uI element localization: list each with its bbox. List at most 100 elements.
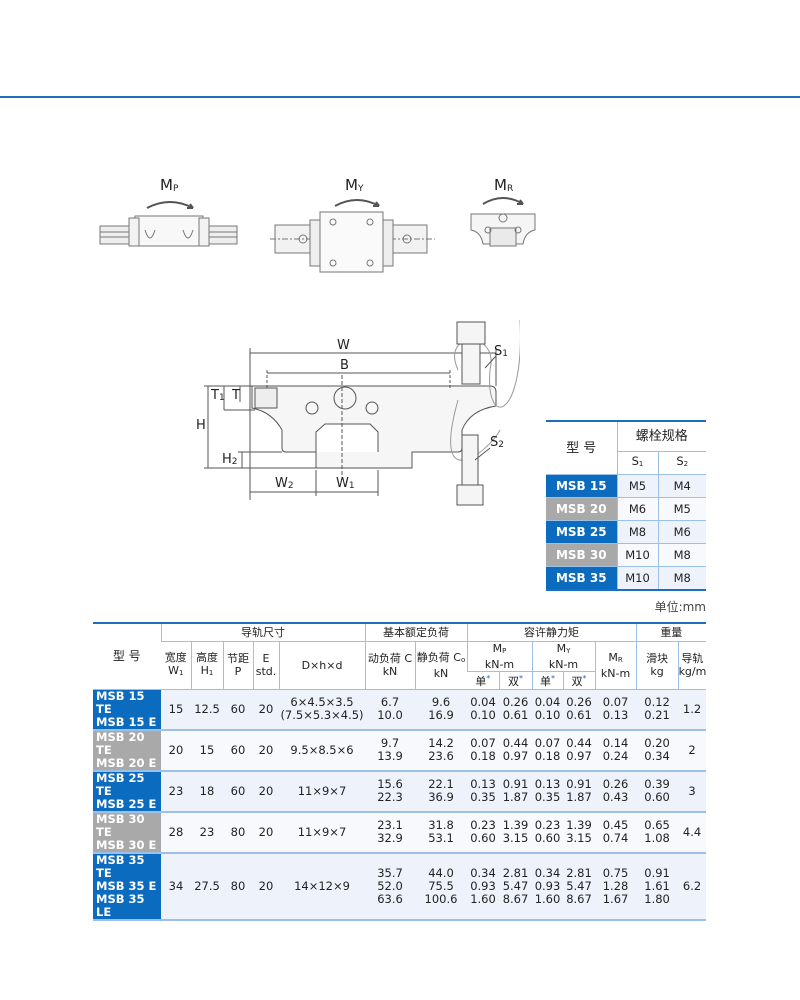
c0-cell-value: 53.1 [428,831,454,845]
c-cell-value: 10.0 [377,708,403,722]
dim-s1-label: S1 [494,344,508,359]
mr-cell-value: 0.74 [602,831,629,845]
weight-header: 重量 [635,623,707,642]
w1-cell: 15 [161,689,191,731]
mr-label: MR [494,176,514,194]
mp1-cell-value: 1.60 [470,891,496,906]
dim-h-label: H [196,418,206,433]
mp1-cell-value: 0.35 [470,790,496,804]
mr-cell-value: 0.26 [602,777,629,791]
mp-single-header: 单* [467,671,499,690]
block-cell-value: 1.80 [644,891,670,906]
mp1-cell-value: 0.93 [470,878,496,893]
dim-t1-label: T1 [211,388,225,403]
rail-cell: 2 [678,729,707,772]
mp2-cell-value: 0.97 [502,749,529,763]
p-cell-value: 80 [230,878,246,893]
s2-cell: M8 [657,543,706,567]
rail-cell: 6.2 [678,852,707,921]
dhd-cell: 11×9×7 [279,811,365,854]
s2-cell: M6 [657,520,706,544]
unit-label: 单位:mm [654,600,706,614]
moment-diagrams [99,197,536,273]
mp1-cell-value: 0.13 [470,777,496,791]
mp1-cell-value: 0.07 [470,736,496,750]
c-cell-value: 23.1 [377,818,403,832]
c0-cell-value: 9.6 [431,695,451,709]
dim-s2-label: S2 [490,435,504,450]
model-cell-value: MSB 25 E [96,796,157,811]
rail-cell-value: 3 [688,783,696,798]
e-cell: 20 [253,729,279,772]
rail-cell: 4.4 [678,811,707,854]
mp1-cell-value: 0.60 [470,831,496,845]
dim-w1-label: W1 [336,476,355,491]
block-cell-value: 1.61 [644,878,670,893]
my-double-header: 双* [562,671,595,690]
my1-cell-value: 0.35 [534,790,561,804]
my2-cell-value: 1.87 [566,790,592,804]
mp2-cell-value: 0.61 [502,708,529,722]
c-cell-value: 6.7 [380,695,400,709]
my1-cell-value: 0.60 [534,831,561,845]
model-cell-value: MSB 35 LE [96,891,145,919]
dhd-cell-value: 11×9×7 [297,783,347,798]
dhd-cell-value: (7.5×5.3×4.5) [280,708,364,722]
h1-cell: 15 [191,729,223,772]
s1-cell: M10 [616,566,658,591]
model-cell-value: MSB 20 E [96,755,157,770]
e-cell: 20 [253,852,279,921]
block-cell-value: 0.39 [644,777,670,791]
mp1-cell-value: 0.23 [470,818,496,832]
block-cell-value: 0.20 [644,736,670,750]
bolt-model-header: 型 号 [546,421,617,475]
w1-cell-value: 15 [168,701,184,716]
my2-cell-value: 8.67 [566,891,592,906]
dim-w2-label: W2 [275,476,294,491]
my1-cell-value: 0.13 [534,777,561,791]
c0-cell-value: 16.9 [428,708,454,722]
s1-cell: M6 [616,497,658,521]
p-cell: 80 [223,811,253,854]
p-cell: 80 [223,852,253,921]
block-cell-value: 0.21 [644,708,670,722]
p-cell-value: 60 [230,742,246,757]
h1-cell-value: 18 [199,783,215,798]
dim-b-label: B [340,358,349,373]
dim-t-label: T [232,388,240,403]
s1-cell: M8 [616,520,658,544]
c-cell-value: 63.6 [377,891,403,906]
